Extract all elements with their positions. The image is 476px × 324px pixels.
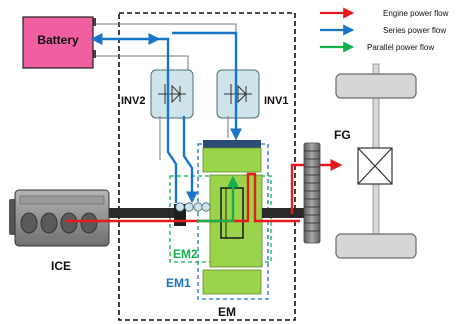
legend-label-engine: Engine power flow	[383, 9, 449, 18]
engine-flow-path	[290, 159, 343, 214]
series-flow-path	[182, 116, 198, 204]
em1-label: EM1	[166, 276, 191, 290]
legend: Engine power flow Series power flow Para…	[320, 7, 449, 53]
legend-item-series: Series power flow	[320, 24, 446, 36]
series-flow-path	[156, 37, 178, 203]
legend-label-series: Series power flow	[383, 26, 446, 35]
battery-wire	[96, 23, 237, 73]
final-gear	[303, 142, 321, 244]
battery-wire-2	[96, 55, 189, 73]
fg-label: FG	[334, 128, 351, 142]
output-shaft	[262, 208, 306, 218]
inverter-2	[150, 69, 194, 119]
battery: Battery	[22, 16, 96, 69]
series-flow-path	[172, 31, 242, 141]
ice-engine	[9, 189, 110, 247]
vehicle-axle	[335, 63, 417, 259]
em2-label: EM2	[173, 247, 198, 261]
clutch-disc	[184, 202, 194, 212]
em-boundary-box	[118, 12, 296, 321]
em-lower-block	[202, 269, 262, 295]
ice-label: ICE	[51, 259, 71, 273]
battery-body	[22, 16, 94, 69]
em-label: EM	[218, 305, 236, 319]
final-gear-teeth	[304, 150, 320, 232]
em-upper-block	[202, 147, 262, 173]
parallel-flow-path	[197, 175, 239, 223]
engine-shaft	[108, 208, 178, 218]
inv2-label: INV2	[121, 95, 145, 107]
legend-item-parallel: Parallel power flow	[320, 41, 434, 53]
inverter-1	[216, 69, 260, 119]
clutch-disc	[175, 202, 185, 212]
battery-label: Battery	[37, 33, 79, 47]
em-top-cap	[203, 140, 261, 148]
clutch-disc	[193, 202, 203, 212]
legend-item-engine: Engine power flow	[320, 7, 449, 19]
inv1-label: INV1	[264, 95, 288, 107]
clutch-disc	[201, 202, 211, 212]
legend-label-parallel: Parallel power flow	[367, 43, 434, 52]
